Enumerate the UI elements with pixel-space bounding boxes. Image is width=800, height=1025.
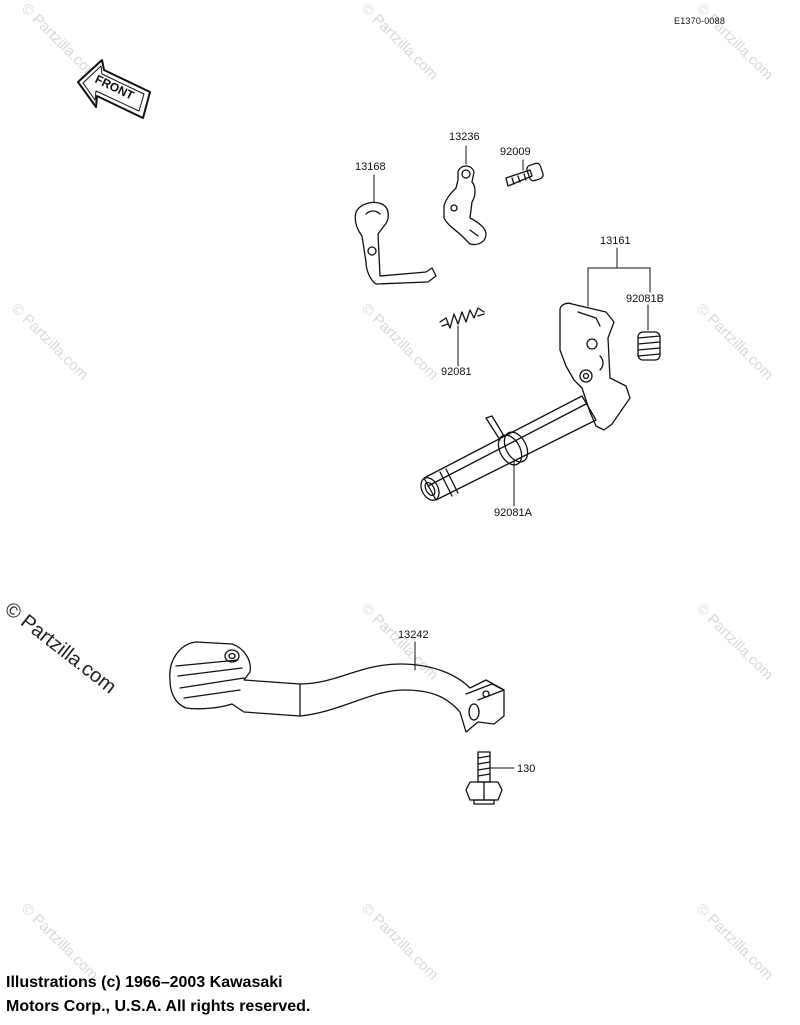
copyright-line-1: Illustrations (c) 1966–2003 Kawasaki xyxy=(6,974,283,991)
copyright-line-2: Motors Corp., U.S.A. All rights reserved… xyxy=(6,998,311,1015)
part-13242[interactable] xyxy=(169,641,505,733)
leader-lines xyxy=(373,145,651,769)
label-92081A[interactable]: 92081A xyxy=(494,507,532,519)
part-13236[interactable] xyxy=(443,165,487,246)
label-92081B[interactable]: 92081B xyxy=(626,293,664,305)
part-13168[interactable] xyxy=(354,201,437,285)
part-130[interactable] xyxy=(465,751,503,805)
part-92009[interactable] xyxy=(505,162,544,187)
label-13242[interactable]: 13242 xyxy=(398,629,429,641)
part-92081A[interactable] xyxy=(485,415,532,469)
label-13236[interactable]: 13236 xyxy=(449,131,480,143)
part-92081B[interactable] xyxy=(637,331,661,361)
label-13161[interactable]: 13161 xyxy=(600,235,631,247)
front-arrow-icon xyxy=(77,59,151,119)
label-130[interactable]: 130 xyxy=(517,763,536,775)
document-id: E1370-0088 xyxy=(674,16,726,26)
copyright-notice: Illustrations (c) 1966–2003 Kawasaki Mot… xyxy=(6,971,310,1019)
part-92081[interactable] xyxy=(439,307,485,329)
label-92009[interactable]: 92009 xyxy=(500,146,531,158)
part-13161[interactable] xyxy=(417,302,631,503)
label-92081[interactable]: 92081 xyxy=(441,366,472,378)
label-13168[interactable]: 13168 xyxy=(355,161,386,173)
